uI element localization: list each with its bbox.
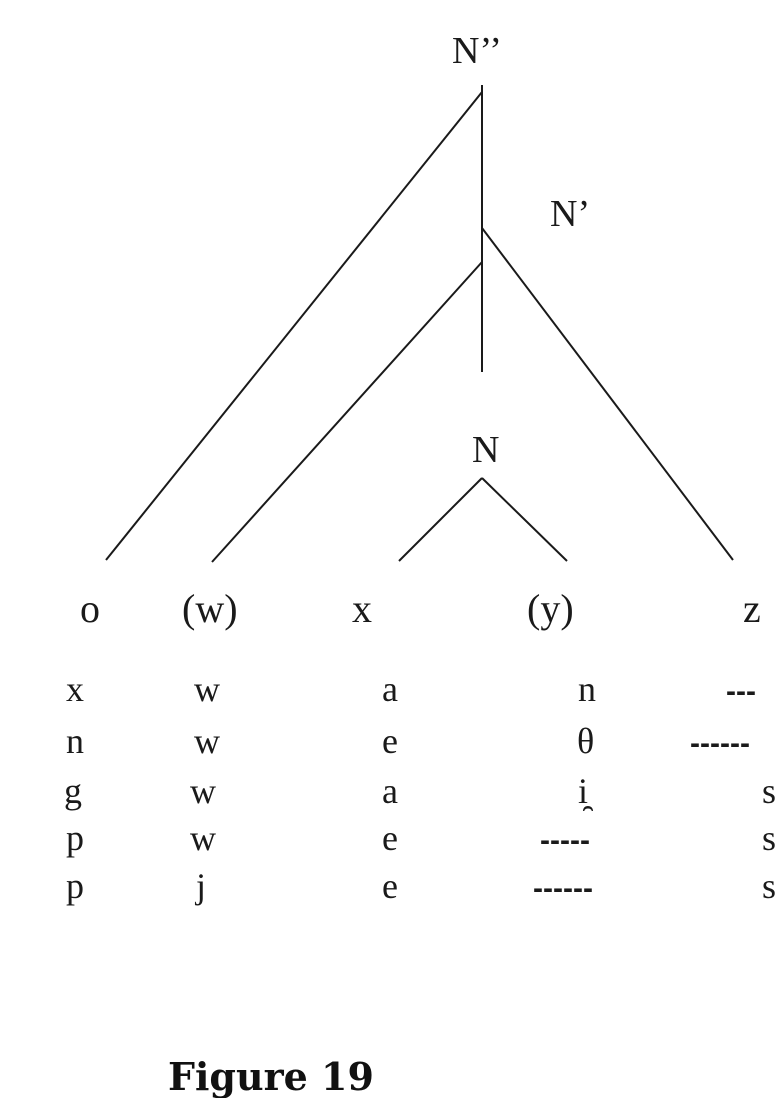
segment-table: x w a n --- n w e θ ------ g w a i̯ s p …: [64, 669, 776, 906]
edge-n-to-x: [398, 477, 483, 562]
table-cell: w: [194, 669, 220, 709]
table-cell: n: [578, 669, 596, 709]
node-n-double-bar: N’’: [452, 30, 502, 72]
table-cell: s: [762, 866, 776, 906]
table-cell: -----: [540, 824, 590, 857]
table-cell: ------: [690, 727, 750, 760]
table-cell: ------: [533, 872, 593, 905]
edge-n-to-y: [481, 477, 568, 562]
table-cell: e: [382, 866, 398, 906]
figure-caption: Figure 19: [168, 1054, 374, 1098]
table-cell: e: [382, 818, 398, 858]
table-cell: ---: [726, 675, 756, 708]
table-cell: s: [762, 818, 776, 858]
table-cell: n: [66, 721, 84, 761]
leaf-z: z: [743, 586, 761, 631]
table-cell: w: [190, 818, 216, 858]
table-cell: θ: [577, 721, 594, 761]
leaf-x: x: [352, 586, 372, 631]
table-cell: w: [194, 721, 220, 761]
edge-root-to-o: [105, 91, 483, 561]
leaf-w: (w): [182, 586, 238, 631]
table-cell: x: [66, 669, 84, 709]
node-n-bar: N’: [550, 193, 590, 235]
table-cell: a: [382, 669, 398, 709]
table-cell: p: [66, 818, 84, 858]
leaf-o: o: [80, 586, 100, 631]
edge-to-w: [211, 261, 483, 563]
table-cell: j: [194, 866, 206, 906]
table-cell: a: [382, 771, 398, 811]
table-cell: s: [762, 771, 776, 811]
table-cell: e: [382, 721, 398, 761]
table-cell: g: [64, 771, 82, 811]
table-cell: i̯: [578, 771, 594, 811]
node-n: N: [472, 429, 499, 471]
table-cell: p: [66, 866, 84, 906]
edge-nbar-to-z: [481, 227, 734, 561]
leaf-y: (y): [527, 586, 574, 631]
table-cell: w: [190, 771, 216, 811]
